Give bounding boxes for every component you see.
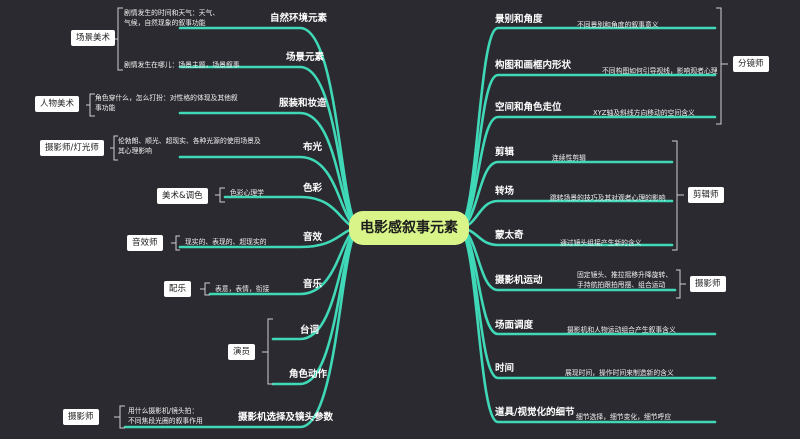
note-r6-line: 通过镜头组接产生新的含义 xyxy=(560,239,642,247)
topic-r8[interactable]: 场面调度 xyxy=(495,320,534,331)
branch-r3 xyxy=(456,115,717,230)
note-r7-line: 手持航拍跟拍甩摆、组合运动 xyxy=(577,281,666,289)
note-r2: 不同构图如何引导视线，影响观者心理 xyxy=(602,66,718,76)
note-l7-line: 表意，表情，衔接 xyxy=(215,285,270,293)
topic-r6[interactable]: 蒙太奇 xyxy=(495,230,524,241)
topic-l10[interactable]: 摄影机选择及镜头参数 xyxy=(238,412,334,423)
topic-r9[interactable]: 时间 xyxy=(495,363,515,374)
bracket-camera-move xyxy=(676,269,686,299)
note-l1: 剧情发生的时间和天气：天气、气候，自然现象的叙事功能 xyxy=(124,8,219,28)
topic-r4[interactable]: 剪辑 xyxy=(495,147,515,158)
bracket-camera xyxy=(114,405,125,429)
branch-r5 xyxy=(456,199,674,230)
note-l7: 表意，表情，衔接 xyxy=(215,284,269,294)
note-l10: 用什么摄影机/镜头拍： 不同焦段光圈的叙事作用 xyxy=(128,406,203,426)
tag-scene-art[interactable]: 场景美术 xyxy=(71,30,116,46)
topic-r7[interactable]: 摄影机运动 xyxy=(495,275,543,286)
topic-r5[interactable]: 转场 xyxy=(495,186,515,197)
tag-cinematographer-lighting[interactable]: 摄影师/灯光师 xyxy=(40,140,104,156)
note-l2-line: 剧情发生在哪儿：场景主题，场景叙事 xyxy=(124,61,240,69)
note-l2: 剧情发生在哪儿：场景主题，场景叙事 xyxy=(124,60,240,70)
note-r7: 固定镜头、推拉摇移升降旋转、手持航拍跟拍甩摆、组合运动 xyxy=(577,270,672,290)
note-l10-line: 用什么摄影机/镜头拍： xyxy=(128,407,199,415)
note-l4-line: 伦勃朗、顺光、超现实、各种光源的使用场景及 xyxy=(118,137,261,145)
note-r10-line: 细节选择，细节变化，细节呼应 xyxy=(576,413,672,421)
tag-cinematographer[interactable]: 摄影师 xyxy=(63,409,99,425)
tag-camera-operator[interactable]: 摄影师 xyxy=(690,276,726,292)
topic-r3[interactable]: 空间和角色走位 xyxy=(495,102,562,113)
note-l4: 伦勃朗、顺光、超现实、各种光源的使用场景及其心理影响 xyxy=(118,136,261,156)
note-l10-line: 不同焦段光圈的叙事作用 xyxy=(128,417,203,425)
note-r6: 通过镜头组接产生新的含义 xyxy=(560,238,642,248)
note-r8: 摄影机和人物运动组合产生叙事含义 xyxy=(567,325,676,335)
note-l5-line: 色彩心理学 xyxy=(230,189,264,197)
note-r3: XYZ轴及斜线方向移动的空间含义 xyxy=(593,108,695,118)
note-l6-line: 现实的、表现的、超现实的 xyxy=(185,238,267,246)
topic-r2[interactable]: 构图和画框内形状 xyxy=(495,60,572,71)
topic-l5[interactable]: 色彩 xyxy=(303,183,323,194)
note-r1-line: 不同景别和角度的叙事意义 xyxy=(577,21,659,29)
tag-actor[interactable]: 演员 xyxy=(228,344,256,360)
note-r10: 细节选择，细节变化，细节呼应 xyxy=(576,412,671,422)
tag-character-art[interactable]: 人物美术 xyxy=(35,96,80,112)
note-r2-line: 不同构图如何引导视线，影响观者心理 xyxy=(602,67,718,75)
branch-l9 xyxy=(271,226,362,386)
note-r1: 不同景别和角度的叙事意义 xyxy=(577,20,659,30)
note-r9: 展现时间，操作时间来制造新的含义 xyxy=(565,368,674,378)
note-r5: 跳转场景的技巧及其对观者心理的影响 xyxy=(550,193,666,203)
tag-sound-designer[interactable]: 音效师 xyxy=(127,235,163,251)
bracket-actor xyxy=(262,318,273,385)
topic-l2[interactable]: 场景元素 xyxy=(286,52,325,63)
note-l3-line: 事功能 xyxy=(95,104,116,112)
bracket-sound xyxy=(171,235,180,251)
note-l1-line: 气候，自然现象的叙事功能 xyxy=(124,19,206,27)
topic-l9[interactable]: 角色动作 xyxy=(289,369,328,380)
topic-l7[interactable]: 音乐 xyxy=(303,279,323,290)
bracket-editing xyxy=(672,140,684,251)
topic-l8[interactable]: 台词 xyxy=(300,325,320,336)
bracket-lighting xyxy=(110,135,118,161)
note-r5-line: 跳转场景的技巧及其对观者心理的影响 xyxy=(550,194,666,202)
tag-art-grading[interactable]: 美术&调色 xyxy=(157,188,208,204)
bracket-music xyxy=(200,282,210,296)
note-l3-line: 角色穿什么，怎么打扮：对性格的体现及其他叙 xyxy=(95,94,238,102)
topic-r1[interactable]: 景别和角度 xyxy=(495,14,543,25)
topic-l4[interactable]: 布光 xyxy=(303,142,323,153)
note-r4: 连续性剪辑 xyxy=(552,153,586,163)
bracket-color xyxy=(215,187,225,203)
bracket-storyboard xyxy=(716,7,728,125)
note-l1-line: 剧情发生的时间和天气：天气、 xyxy=(124,9,220,17)
tag-editor[interactable]: 剪辑师 xyxy=(688,187,724,203)
note-l4-line: 其心理影响 xyxy=(118,147,152,155)
note-r9-line: 展现时间，操作时间来制造新的含义 xyxy=(565,369,674,377)
branch-l10 xyxy=(123,226,362,429)
note-r3-line: XYZ轴及斜线方向移动的空间含义 xyxy=(593,109,695,117)
note-l3: 角色穿什么，怎么打扮：对性格的体现及其他叙事功能 xyxy=(95,93,238,113)
note-l5: 色彩心理学 xyxy=(230,188,264,198)
note-r4-line: 连续性剪辑 xyxy=(552,154,586,162)
topic-l6[interactable]: 音效 xyxy=(303,232,323,243)
bracket-character-art xyxy=(86,93,95,117)
tag-composer[interactable]: 配乐 xyxy=(164,281,192,297)
note-r8-line: 摄影机和人物运动组合产生叙事含义 xyxy=(567,326,676,334)
tag-storyboard-artist[interactable]: 分镜师 xyxy=(733,56,769,72)
branch-l5 xyxy=(223,195,362,230)
topic-r10[interactable]: 道具/视觉化的细节 xyxy=(495,407,575,418)
note-r7-line: 固定镜头、推拉摇移升降旋转、 xyxy=(577,271,673,279)
topic-l1[interactable]: 自然环境元素 xyxy=(270,13,328,24)
topic-l3[interactable]: 服装和妆造 xyxy=(279,98,327,109)
note-l6: 现实的、表现的、超现实的 xyxy=(185,237,267,247)
central-topic[interactable]: 电影感叙事元素 xyxy=(349,211,469,245)
